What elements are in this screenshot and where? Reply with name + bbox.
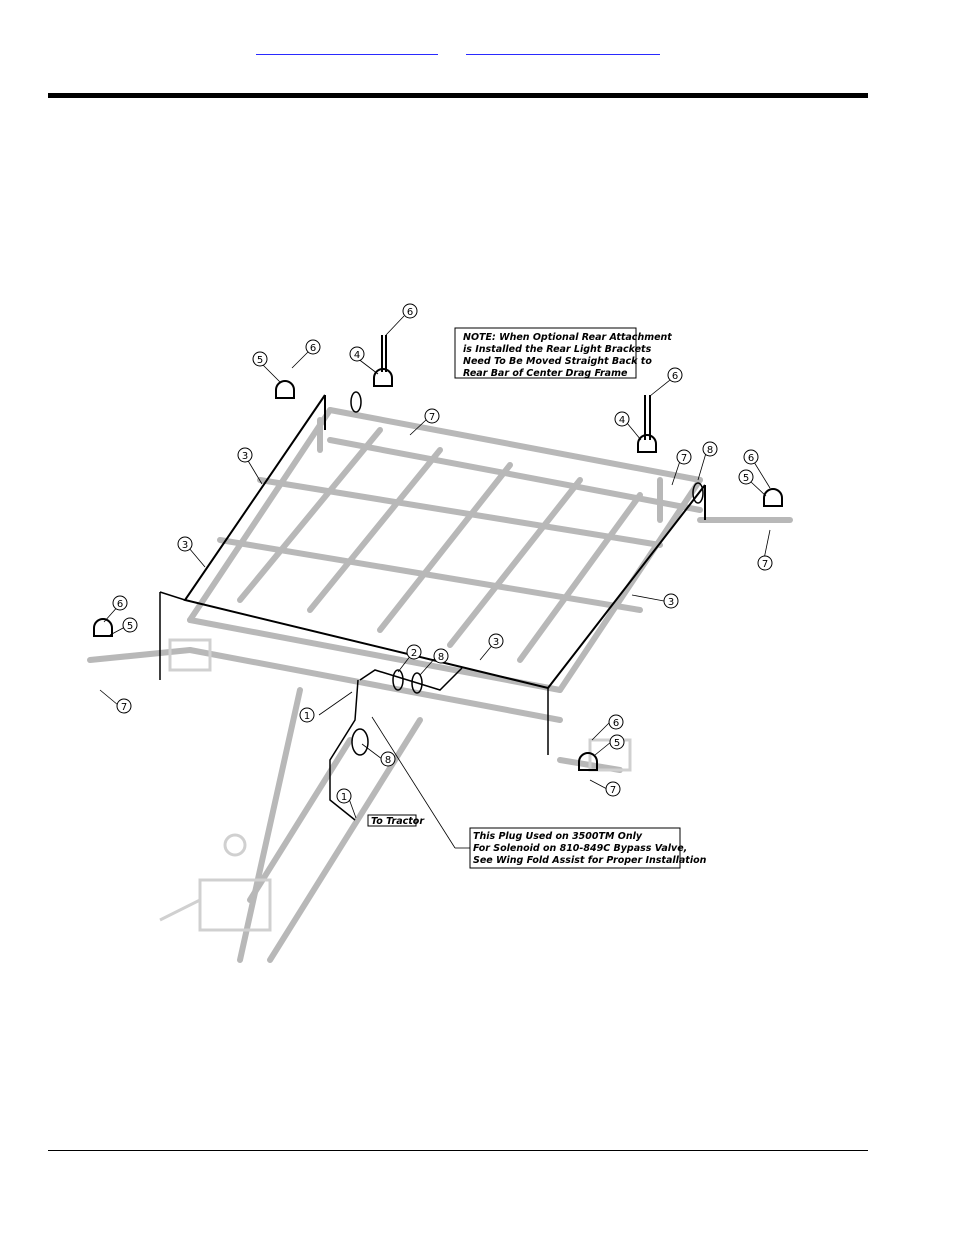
- svg-text:6: 6: [748, 453, 754, 464]
- callout-6b: 6: [305, 339, 321, 355]
- svg-text:3: 3: [242, 451, 248, 462]
- callout-leaders: [99, 315, 771, 849]
- note-plug-usage: This Plug Used on 3500TM Only For Soleno…: [469, 827, 707, 869]
- header-rule: [48, 93, 868, 98]
- callout-8b: 8: [433, 648, 449, 664]
- callout-6c: 6: [667, 367, 683, 383]
- callout-3c: 3: [663, 593, 679, 609]
- callout-2: 2: [406, 644, 422, 660]
- callout-5d: 5: [609, 734, 625, 750]
- svg-text:6: 6: [672, 371, 678, 382]
- svg-text:1: 1: [304, 711, 310, 722]
- svg-text:6: 6: [117, 599, 123, 610]
- svg-text:1: 1: [341, 792, 347, 803]
- callout-1a: 1: [299, 707, 315, 723]
- callout-5a: 5: [252, 351, 268, 367]
- callout-7b: 7: [676, 449, 692, 465]
- frame-detail: [159, 638, 632, 932]
- note-rear-attachment: NOTE: When Optional Rear Attachment is I…: [454, 327, 672, 379]
- header-link-2[interactable]: [466, 40, 660, 55]
- svg-text:5: 5: [614, 738, 620, 749]
- svg-text:8: 8: [385, 755, 391, 766]
- light-brackets: [93, 335, 783, 771]
- svg-text:5: 5: [127, 621, 133, 632]
- callout-5b: 5: [738, 469, 754, 485]
- callout-1b: 1: [336, 788, 352, 804]
- svg-text:5: 5: [257, 355, 263, 366]
- callouts: 6 4 5 6 6 4 7 3 3 7 8 6 5 7 3 6 5 7 2 8 …: [112, 303, 773, 804]
- svg-text:8: 8: [438, 652, 444, 663]
- svg-text:3: 3: [493, 637, 499, 648]
- svg-text:7: 7: [121, 702, 127, 713]
- svg-text:NOTE: When Optional Rear Attac: NOTE: When Optional Rear Attachment: [463, 332, 672, 343]
- callout-3d: 3: [488, 633, 504, 649]
- svg-text:For Solenoid on 810-849C Bypas: For Solenoid on 810-849C Bypass Valve,: [473, 843, 687, 854]
- svg-text:6: 6: [310, 343, 316, 354]
- svg-text:7: 7: [681, 453, 687, 464]
- callout-7e: 7: [605, 781, 621, 797]
- callout-4a: 4: [349, 346, 365, 362]
- callout-8c: 8: [380, 751, 396, 767]
- header-link-1[interactable]: [256, 40, 438, 55]
- svg-text:2: 2: [411, 648, 417, 659]
- svg-text:4: 4: [619, 415, 625, 426]
- svg-text:6: 6: [407, 307, 413, 318]
- callout-6a: 6: [402, 303, 418, 319]
- callout-6d: 6: [743, 449, 759, 465]
- callout-3b: 3: [177, 536, 193, 552]
- svg-text:7: 7: [610, 785, 616, 796]
- callout-6e: 6: [112, 595, 128, 611]
- callout-7c: 7: [757, 555, 773, 571]
- svg-text:Rear Bar of Center Drag Frame: Rear Bar of Center Drag Frame: [463, 368, 628, 379]
- callout-3a: 3: [237, 447, 253, 463]
- svg-text:4: 4: [354, 350, 360, 361]
- svg-text:3: 3: [182, 540, 188, 551]
- svg-text:5: 5: [743, 473, 749, 484]
- footer-rule: [48, 1150, 868, 1151]
- implement-frame: [87, 407, 793, 963]
- svg-text:6: 6: [613, 718, 619, 729]
- svg-text:7: 7: [429, 412, 435, 423]
- svg-text:To Tractor: To Tractor: [371, 816, 425, 827]
- label-to-tractor: To Tractor: [367, 814, 425, 827]
- callout-7d: 7: [116, 698, 132, 714]
- svg-text:7: 7: [762, 559, 768, 570]
- svg-text:Need To Be Moved Straight Back: Need To Be Moved Straight Back to: [463, 356, 652, 367]
- callout-7a: 7: [424, 408, 440, 424]
- svg-text:This Plug Used on 3500TM Only: This Plug Used on 3500TM Only: [473, 831, 643, 842]
- callout-5c: 5: [122, 617, 138, 633]
- callout-4b: 4: [614, 411, 630, 427]
- svg-text:is Installed the Rear Light Br: is Installed the Rear Light Brackets: [463, 344, 652, 355]
- callout-6f: 6: [608, 714, 624, 730]
- svg-text:8: 8: [707, 445, 713, 456]
- svg-text:See Wing Fold Assist for Prope: See Wing Fold Assist for Proper Installa…: [473, 855, 707, 866]
- svg-text:3: 3: [668, 597, 674, 608]
- callout-8a: 8: [702, 441, 718, 457]
- wiring-harness: [159, 391, 706, 821]
